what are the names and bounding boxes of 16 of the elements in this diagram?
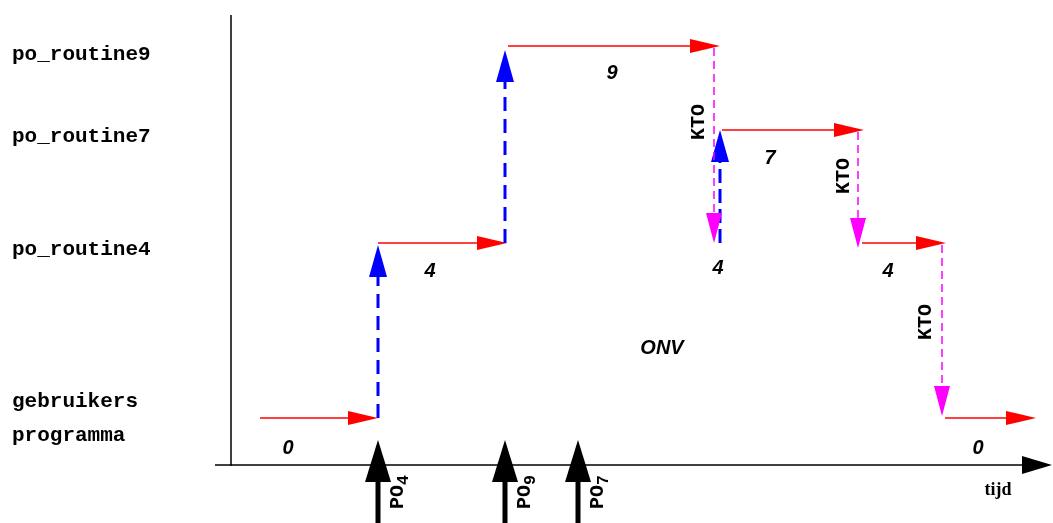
- priority-number: 7: [764, 145, 776, 169]
- level-label: po_routine7: [12, 124, 151, 150]
- priority-number: 4: [712, 255, 724, 279]
- event-label: KTO: [832, 158, 856, 194]
- priority-number: 9: [606, 60, 618, 84]
- level-label: gebruikers programma: [12, 389, 140, 449]
- priority-number: 0: [282, 435, 294, 459]
- event-label: KTO: [687, 104, 711, 140]
- level-label: po_routine4: [12, 237, 151, 263]
- level-label: po_routine9: [12, 42, 151, 68]
- priority-number: 0: [972, 435, 984, 459]
- event-label: KTO: [914, 304, 938, 340]
- priority-number: 4: [424, 258, 436, 282]
- region-label: ONV: [640, 335, 684, 359]
- axis-label: tijd: [984, 479, 1012, 501]
- priority-number: 4: [882, 258, 894, 282]
